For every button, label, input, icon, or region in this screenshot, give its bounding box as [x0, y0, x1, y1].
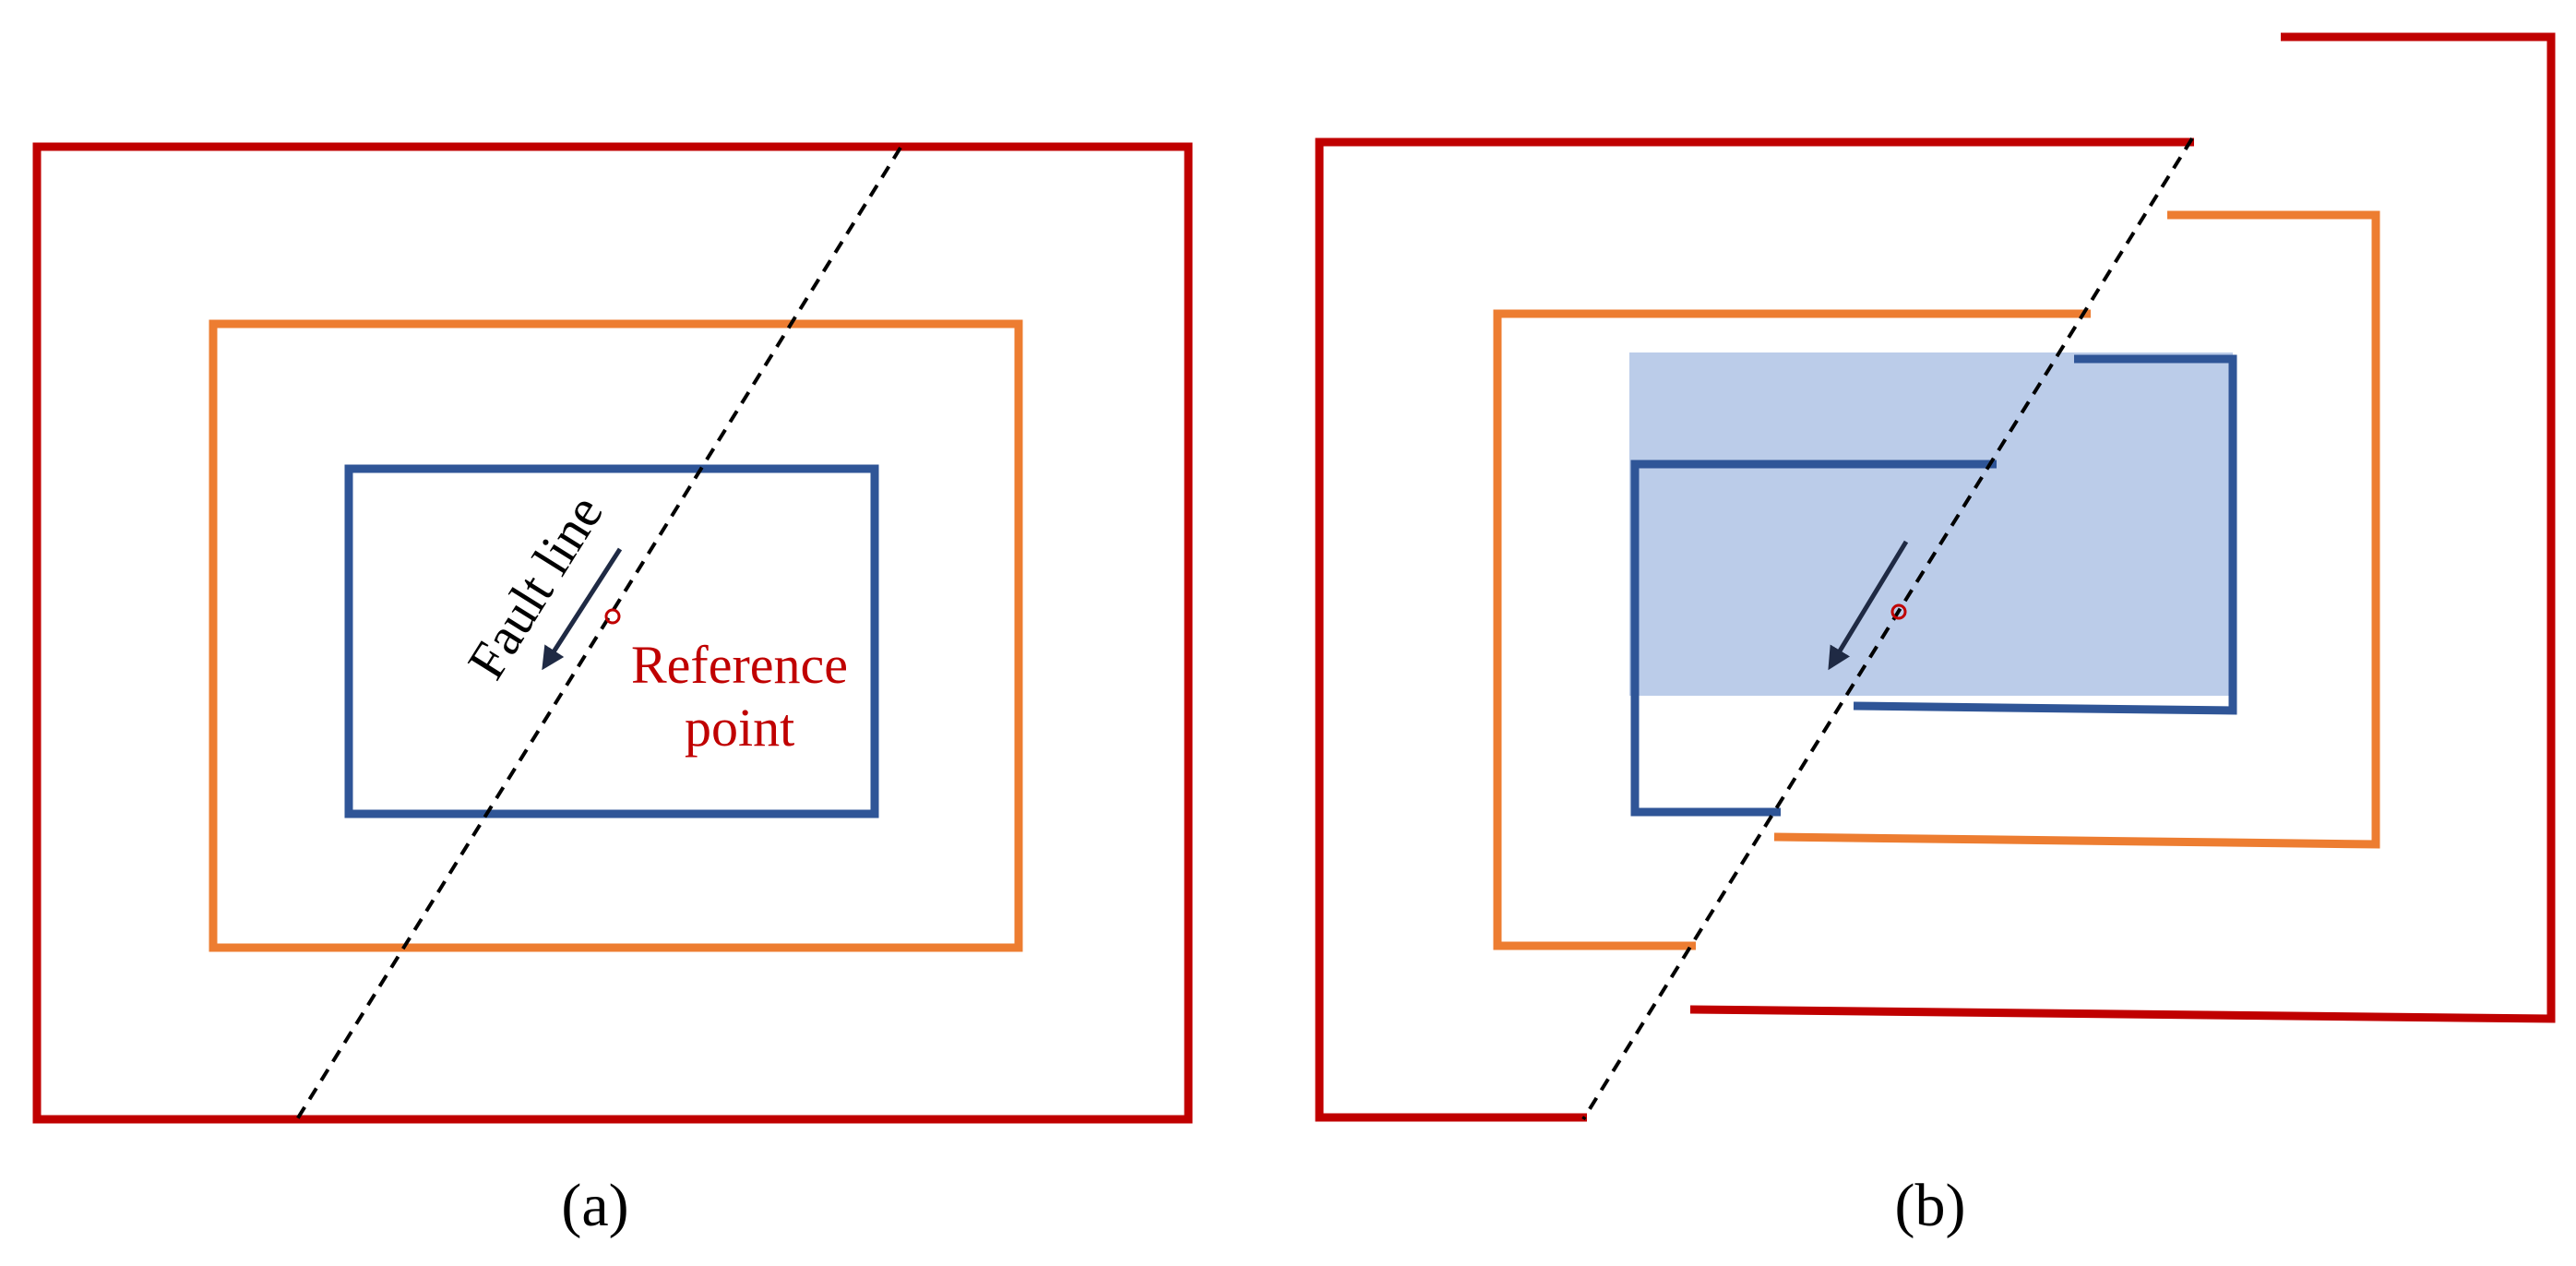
- inner-frame-a: [344, 464, 879, 818]
- reference-point-label-line1: Reference: [631, 635, 848, 695]
- middle-frame-right-part: [1773, 210, 2380, 849]
- reference-point-label-line2: point: [685, 698, 794, 758]
- reference-point-a: [604, 608, 621, 625]
- panel-a: Fault line Reference point (a): [32, 142, 1193, 1239]
- outer-frame-right-part: [1689, 32, 2556, 1023]
- slip-arrow-a: [542, 547, 623, 671]
- slip-arrow-b: [1828, 540, 1909, 671]
- outer-frame-left-part: [1315, 137, 2194, 1122]
- panel-b: (b): [1315, 32, 2556, 1239]
- panel-b-caption: (b): [1895, 1172, 1966, 1239]
- reference-point-b: [1890, 603, 1907, 620]
- middle-frame-a: [209, 319, 1023, 952]
- fault-line-b: [1581, 137, 2194, 1121]
- middle-frame-left-part: [1493, 309, 2091, 950]
- outer-frame-a: [32, 142, 1193, 1124]
- fault-line-label: Fault line: [456, 484, 614, 689]
- inner-frame-left-part: [1630, 460, 1997, 817]
- panel-a-caption: (a): [561, 1172, 628, 1239]
- inner-frame-right-part: [1853, 354, 2237, 715]
- fault-line-a: [295, 146, 902, 1121]
- shaded-original-area: [1629, 352, 2233, 696]
